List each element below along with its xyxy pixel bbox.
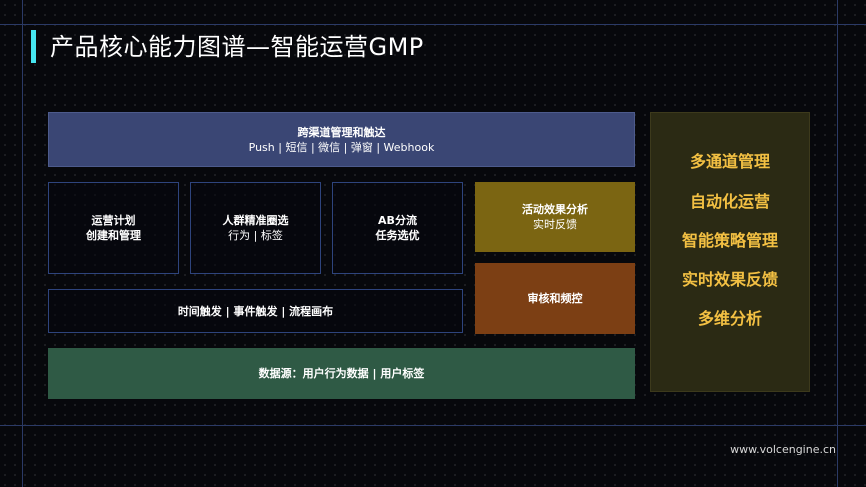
channel-management-title: 跨渠道管理和触达 xyxy=(297,125,386,139)
data-source-title: 数据源：用户行为数据 | 用户标签 xyxy=(258,367,425,380)
operation-plan-line1: 运营计划 xyxy=(91,214,136,227)
crowd-selection-title: 人群精准圈选 xyxy=(222,214,289,227)
effect-analysis-subtitle: 实时反馈 xyxy=(533,218,577,231)
trigger-box: 时间触发 | 事件触发 | 流程画布 xyxy=(48,289,463,333)
effect-analysis-box: 活动效果分析 实时反馈 xyxy=(475,182,635,252)
feature-item: 自动化运营 xyxy=(689,192,770,211)
feature-summary-panel: 多通道管理 自动化运营 智能策略管理 实时效果反馈 多维分析 xyxy=(650,112,810,392)
trigger-title: 时间触发 | 事件触发 | 流程画布 xyxy=(177,304,334,318)
footer-url: www.volcengine.cn xyxy=(730,443,836,456)
feature-item: 多通道管理 xyxy=(689,152,770,171)
channel-management-box: 跨渠道管理和触达 Push | 短信 | 微信 | 弹窗 | Webhook xyxy=(48,112,635,167)
crowd-selection-box: 人群精准圈选 行为 | 标签 xyxy=(190,182,321,274)
review-frequency-title: 审核和频控 xyxy=(527,292,583,305)
frame-line-top xyxy=(0,24,866,25)
frame-line-left xyxy=(22,0,23,487)
effect-analysis-title: 活动效果分析 xyxy=(522,203,588,216)
feature-item: 实时效果反馈 xyxy=(681,270,778,289)
feature-item: 多维分析 xyxy=(697,309,762,328)
operation-plan-box: 运营计划 创建和管理 xyxy=(48,182,179,274)
frame-line-bottom xyxy=(0,425,866,426)
frame-line-right xyxy=(837,0,838,487)
data-source-box: 数据源：用户行为数据 | 用户标签 xyxy=(48,348,635,399)
operation-plan-line2: 创建和管理 xyxy=(86,229,141,242)
crowd-selection-subtitle: 行为 | 标签 xyxy=(228,229,283,242)
page-title: 产品核心能力图谱—智能运营GMP xyxy=(50,33,424,61)
ab-testing-line1: AB分流 xyxy=(378,214,417,227)
ab-testing-line2: 任务选优 xyxy=(375,229,420,242)
title-accent-bar xyxy=(31,30,36,63)
review-frequency-box: 审核和频控 xyxy=(475,263,635,334)
channel-management-subtitle: Push | 短信 | 微信 | 弹窗 | Webhook xyxy=(248,140,435,154)
ab-testing-box: AB分流 任务选优 xyxy=(332,182,463,274)
feature-item: 智能策略管理 xyxy=(681,231,778,250)
